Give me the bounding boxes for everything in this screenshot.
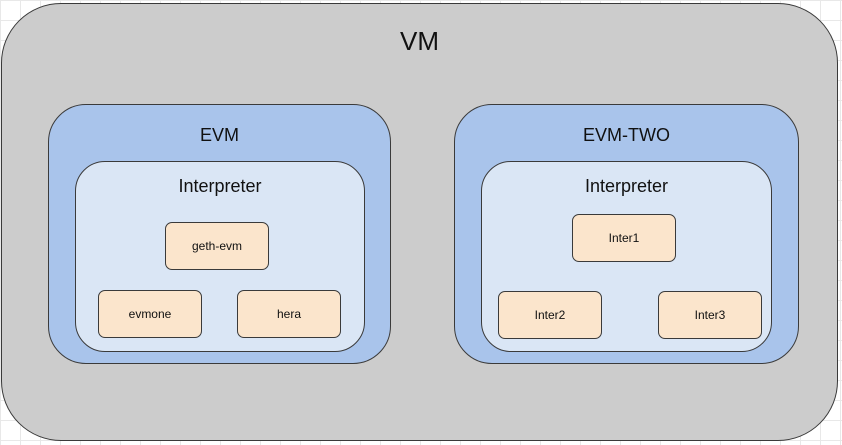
evm-interpreter-container: Interpreter geth-evm evmone hera <box>75 161 365 352</box>
inter1-node: Inter1 <box>572 214 676 262</box>
evm-two-title: EVM-TWO <box>583 125 670 145</box>
geth-evm-node: geth-evm <box>165 222 269 270</box>
evm-two-interpreter-title: Interpreter <box>584 176 669 196</box>
evm-title: EVM <box>199 125 239 145</box>
evm-interpreter-title: Interpreter <box>178 176 262 196</box>
inter2-node: Inter2 <box>498 291 602 339</box>
vm-title: VM <box>400 26 439 56</box>
evmone-node: evmone <box>98 290 202 338</box>
evm-two-container: EVM-TWO Interpreter Inter1 Inter2 Inter3 <box>454 104 799 364</box>
hera-node: hera <box>237 290 341 338</box>
evm-container: EVM Interpreter geth-evm evmone hera <box>48 104 391 364</box>
evm-two-interpreter-container: Interpreter Inter1 Inter2 Inter3 <box>481 161 772 352</box>
inter3-node: Inter3 <box>658 291 762 339</box>
